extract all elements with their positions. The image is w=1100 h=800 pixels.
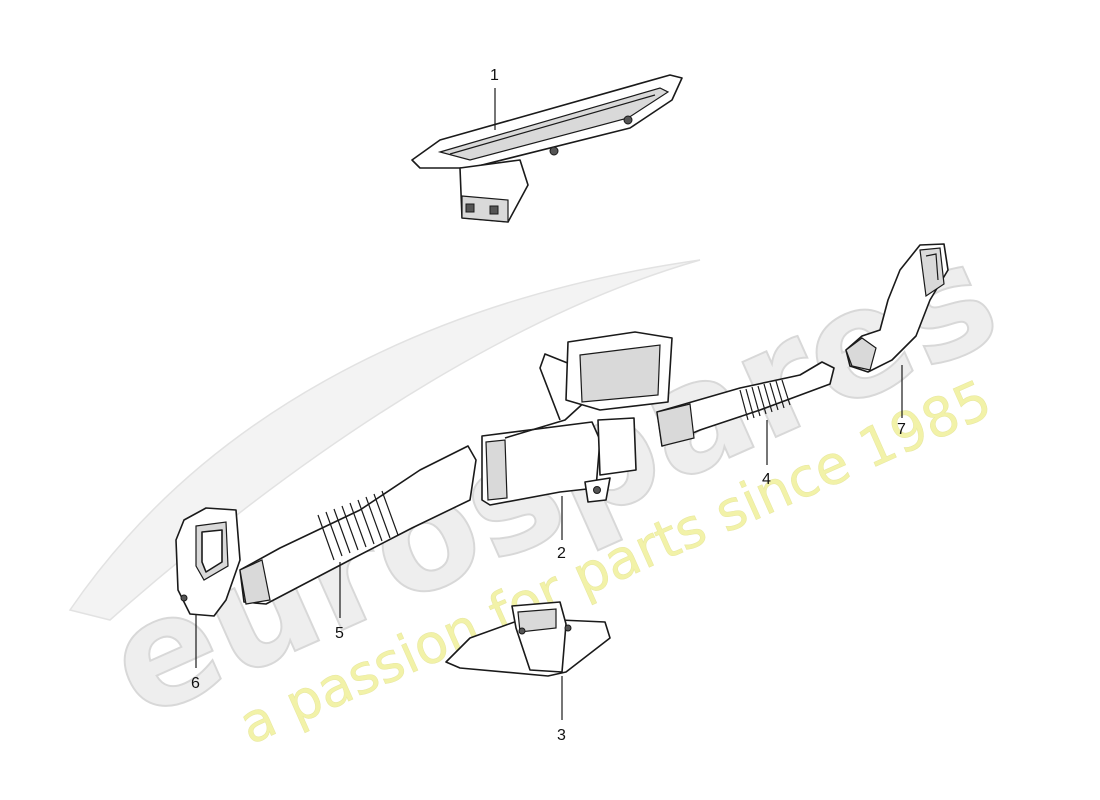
part-4-ribs — [739, 379, 791, 421]
part-7-bent-duct[interactable] — [845, 243, 949, 373]
part-4-corrugated-duct[interactable] — [656, 361, 835, 447]
callout-5: 5 — [335, 625, 344, 642]
part-5-corrugated-duct[interactable] — [239, 445, 477, 605]
callout-7: 7 — [897, 421, 906, 438]
callout-labels: 1 2 3 4 5 6 7 — [191, 67, 906, 744]
callout-3: 3 — [557, 727, 566, 744]
part-6-vent-housing[interactable] — [175, 507, 241, 617]
part-2-center-duct[interactable] — [481, 331, 673, 506]
leader-lines — [195, 88, 903, 720]
watermark-swoosh — [68, 259, 701, 621]
callout-6: 6 — [191, 675, 200, 692]
part-1-upper-duct[interactable] — [411, 74, 683, 223]
callout-4: 4 — [762, 471, 771, 488]
part-5-ribs — [317, 490, 399, 561]
callout-1: 1 — [490, 67, 499, 84]
part-3-lower-duct[interactable] — [445, 601, 611, 677]
callout-2: 2 — [557, 545, 566, 562]
